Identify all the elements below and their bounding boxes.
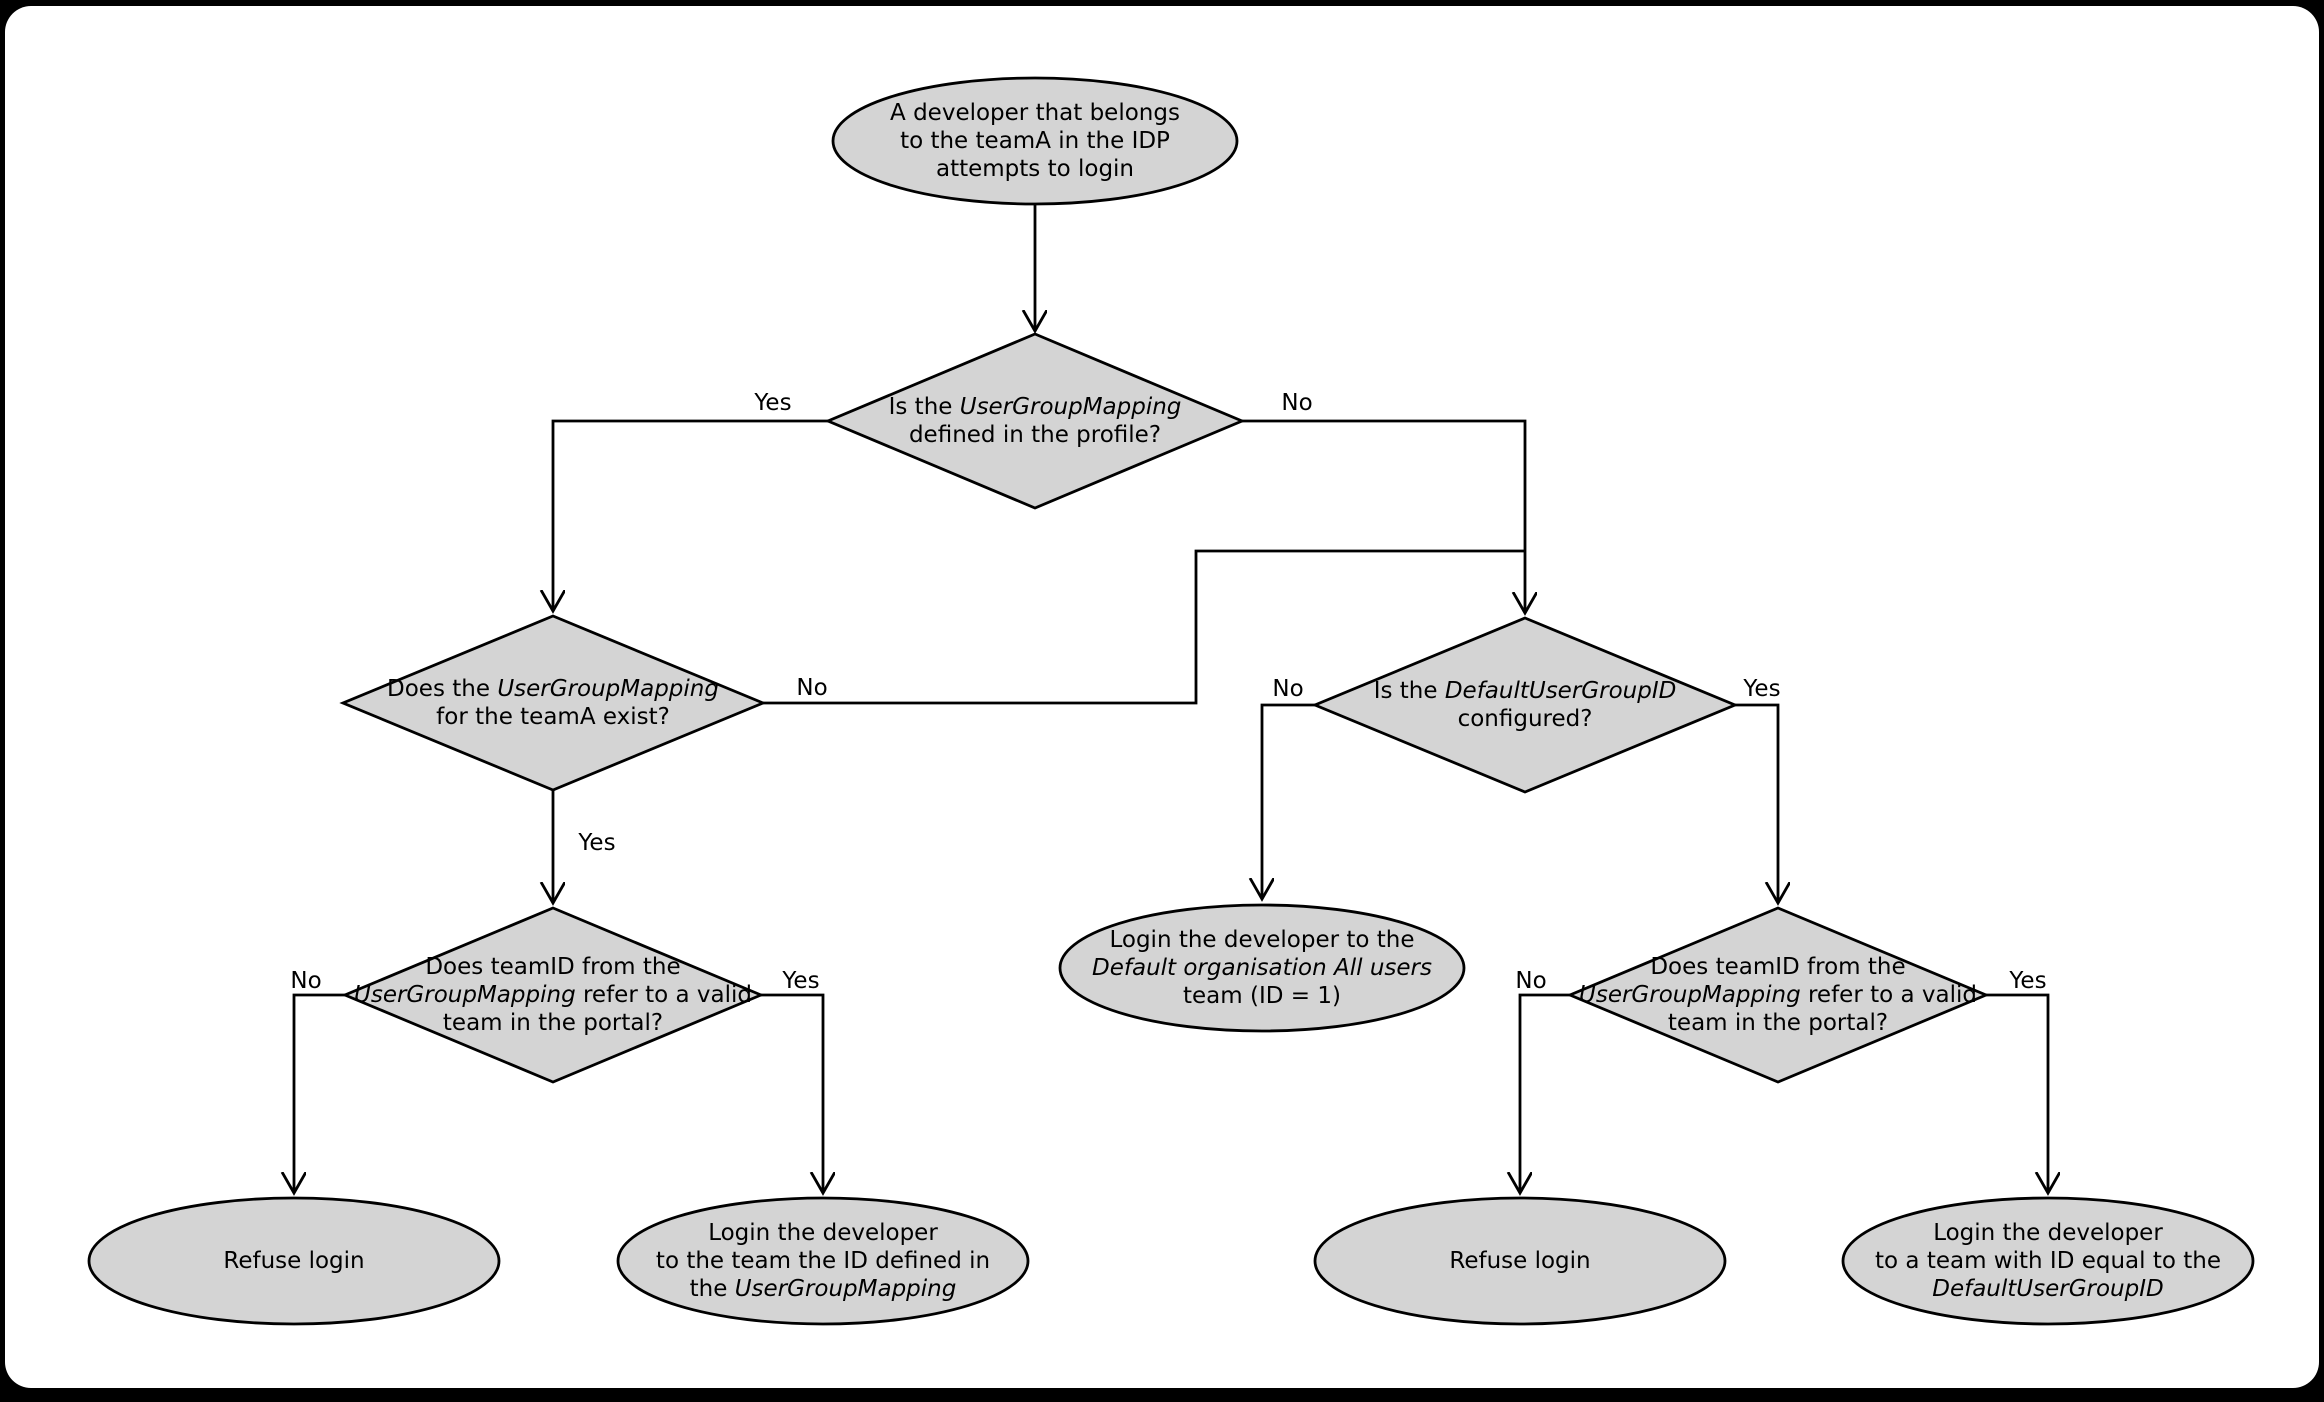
edge-label-yes-mapping-exists: Yes: [578, 830, 616, 856]
result-refuse-right-shape: [1313, 1196, 1727, 1326]
edge-label-no-default-id: No: [1272, 676, 1304, 702]
edge-mapping-exists-no-merge: [763, 549, 1525, 705]
node-line: to a team with ID equal to the: [1875, 1248, 2221, 1274]
result-login-default-org-shape: [1058, 903, 1466, 1033]
edge-label-no-mapping-exists: No: [796, 675, 828, 701]
node-line: attempts to login: [935, 156, 1135, 182]
node-line: to the team the ID defined in: [655, 1248, 991, 1274]
node-line: team in the portal?: [1667, 1010, 1889, 1036]
edge-label-yes-default-id: Yes: [1743, 676, 1781, 702]
node-line: team (ID = 1): [1183, 983, 1341, 1009]
decision-mapping-exists-shape: [339, 614, 767, 792]
text-segment: refer to a valid: [1800, 982, 1977, 1008]
text-segment-italic: DefaultUserGroupID: [1444, 678, 1677, 704]
edge-label-no-teamid-left: No: [290, 968, 322, 994]
text-segment-italic: UserGroupMapping: [734, 1276, 957, 1302]
decision-teamid-valid-left-shape: [341, 906, 765, 1084]
start-node-shape: [831, 76, 1239, 206]
result-login-default-org-text: Login the developer to the Default organ…: [1092, 926, 1432, 1010]
text-segment: refer to a valid: [575, 982, 752, 1008]
node-line: the UserGroupMapping: [656, 1275, 990, 1303]
edge-mapping-defined-no: [1242, 419, 1525, 612]
node-line: team in the portal?: [442, 1010, 664, 1036]
edge-teamid-left-no: [294, 993, 345, 1192]
node-line: Is the DefaultUserGroupID: [1374, 677, 1677, 705]
decision-teamid-valid-right-text: Does teamID from the UserGroupMapping re…: [1579, 953, 1977, 1037]
node-line: UserGroupMapping refer to a valid: [354, 981, 752, 1009]
edge-default-id-no: [1262, 703, 1315, 898]
node-line: Does teamID from the: [425, 954, 681, 980]
node-line: Login the developer: [708, 1220, 938, 1246]
decision-mapping-defined-shape: [824, 332, 1246, 510]
node-line: to the teamA in the IDP: [900, 128, 1170, 154]
decision-default-id-configured-shape: [1311, 616, 1739, 794]
node-line: Does the UserGroupMapping: [387, 675, 719, 703]
decision-mapping-exists-text: Does the UserGroupMapping for the teamA …: [387, 675, 719, 731]
text-segment-italic: UserGroupMapping: [354, 982, 576, 1008]
edge-teamid-left-yes: [761, 993, 823, 1192]
text-segment: Is the: [888, 394, 960, 420]
edge-label-no-teamid-right: No: [1515, 968, 1547, 994]
edge-teamid-right-yes: [1986, 993, 2048, 1192]
result-login-default-group-text: Login the developer to a team with ID eq…: [1875, 1219, 2221, 1303]
edge-teamid-right-no: [1520, 993, 1570, 1192]
result-refuse-right-text: Refuse login: [1449, 1247, 1590, 1275]
node-line: configured?: [1457, 706, 1593, 732]
node-line: Refuse login: [223, 1248, 365, 1274]
node-line: Is the UserGroupMapping: [889, 393, 1182, 421]
result-refuse-left-shape: [87, 1196, 501, 1326]
text-segment-italic: UserGroupMapping: [959, 394, 1182, 420]
decision-teamid-valid-left-text: Does teamID from the UserGroupMapping re…: [354, 953, 752, 1037]
result-refuse-left-text: Refuse login: [223, 1247, 364, 1275]
text-segment-italic: UserGroupMapping: [1579, 982, 1801, 1008]
node-line-italic: DefaultUserGroupID: [1932, 1276, 2164, 1302]
text-segment: the: [689, 1276, 735, 1302]
result-login-mapped-team-shape: [616, 1196, 1030, 1326]
node-line: Login the developer: [1933, 1220, 2163, 1246]
edge-default-id-yes: [1735, 703, 1778, 902]
edge-label-yes-mapping-defined: Yes: [754, 390, 792, 416]
start-node-text: A developer that belongs to the teamA in…: [890, 99, 1180, 183]
node-line: Refuse login: [1449, 1248, 1591, 1274]
text-segment: Is the: [1373, 678, 1445, 704]
node-line-italic: Default organisation All users: [1092, 955, 1432, 981]
text-segment: Does the: [387, 676, 498, 702]
decision-teamid-valid-right-shape: [1566, 906, 1990, 1084]
node-line: Login the developer to the: [1109, 927, 1415, 953]
decision-mapping-defined-text: Is the UserGroupMapping defined in the p…: [889, 393, 1182, 449]
result-login-mapped-team-text: Login the developer to the team the ID d…: [656, 1219, 990, 1303]
node-line: for the teamA exist?: [436, 704, 670, 730]
edge-mapping-defined-yes: [553, 419, 828, 610]
node-line: A developer that belongs: [890, 100, 1180, 126]
decision-default-id-configured-text: Is the DefaultUserGroupID configured?: [1374, 677, 1677, 733]
result-login-default-group-shape: [1841, 1196, 2255, 1326]
text-segment-italic: UserGroupMapping: [497, 676, 719, 702]
edge-label-yes-teamid-right: Yes: [2009, 968, 2047, 994]
edge-label-yes-teamid-left: Yes: [782, 968, 820, 994]
node-line: defined in the profile?: [908, 422, 1162, 448]
edge-label-no-mapping-defined: No: [1281, 390, 1313, 416]
node-line: UserGroupMapping refer to a valid: [1579, 981, 1977, 1009]
node-line: Does teamID from the: [1650, 954, 1906, 980]
